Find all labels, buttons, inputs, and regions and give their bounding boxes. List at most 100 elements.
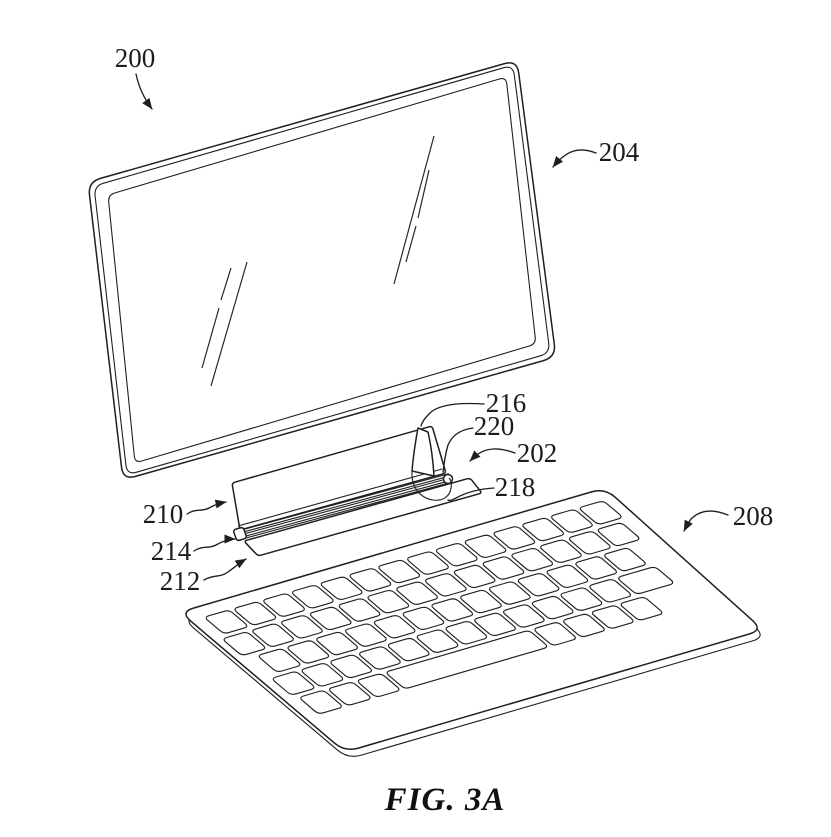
flexible-hinge-wedge [411, 427, 435, 477]
keyboard-key [300, 690, 342, 714]
keyboard-key [488, 581, 531, 605]
keyboard [185, 490, 761, 757]
leader-202 [469, 448, 516, 462]
keyboard-key [407, 551, 449, 575]
hinge-left-end-cap [232, 526, 248, 542]
keyboard-key [589, 579, 632, 603]
reflection-slash [220, 267, 232, 301]
keyboard-key [482, 556, 525, 580]
keyboard-key [205, 610, 248, 634]
reflection-slash [201, 307, 220, 369]
keyboard-key [464, 534, 507, 558]
leader-216 [420, 402, 485, 427]
keyboard-key [396, 581, 438, 605]
ref-label-202: 202 [517, 438, 558, 468]
keyboard-key [258, 648, 301, 672]
tablet-outer-housing [88, 62, 556, 478]
keyboard-key [223, 632, 266, 656]
keyboard-spacebar-key [386, 630, 548, 689]
keyboard-key [474, 612, 516, 637]
kickstand-crease-line [237, 468, 443, 527]
keyboard-key [460, 589, 502, 614]
ref-label-204: 204 [599, 137, 640, 167]
keyboard-key [551, 509, 593, 533]
keyboard-key [320, 576, 363, 600]
keyboard-key [281, 615, 323, 639]
reflection-slash [210, 261, 248, 387]
ref-label-218: 218 [495, 472, 536, 502]
keyboard-key [252, 623, 294, 647]
keyboard-key [330, 654, 372, 679]
keyboard-key [316, 631, 358, 656]
keyboard-key [263, 593, 305, 617]
keyboard-key [591, 605, 634, 629]
keyboard-key [287, 640, 330, 664]
keyboard-key [522, 517, 564, 542]
keyboard-key [597, 522, 640, 547]
screen-reflection-slashes [201, 135, 435, 387]
ref-label-200: 200 [115, 43, 156, 73]
hinge-bar-line [240, 479, 451, 538]
keyboard-key [338, 598, 381, 622]
connector-flap [244, 477, 482, 557]
leader-204 [552, 149, 597, 168]
keyboard-key [431, 598, 474, 622]
reflection-slash [405, 225, 417, 263]
keyboard-key [329, 682, 371, 706]
keyboard-key [560, 587, 603, 611]
keyboard-key [357, 673, 400, 697]
keyboard-key [387, 637, 430, 662]
keyboard-key [517, 573, 560, 597]
keyboard-key [568, 531, 611, 555]
keyboard-key [575, 556, 617, 580]
keyboard-key [540, 539, 582, 563]
keyboard-key [503, 604, 545, 628]
tablet-front-face-edge [94, 66, 550, 474]
ref-label-210: 210 [143, 499, 184, 529]
keyboard-key [620, 596, 663, 621]
leader-212 [203, 558, 247, 581]
keyboard-key [425, 573, 467, 597]
keyboard-key [292, 585, 334, 609]
keyboard-key [618, 566, 674, 595]
keyboard-key [234, 601, 277, 626]
ref-label-216: 216 [486, 388, 527, 418]
figure-caption: FIG. 3A [384, 782, 506, 818]
hinge-bar-line [241, 481, 452, 540]
ref-label-214: 214 [151, 536, 192, 566]
hinge-assembly [231, 425, 482, 557]
keyboard-key [546, 564, 589, 588]
leader-214 [193, 534, 236, 552]
ref-label-208: 208 [733, 501, 774, 531]
keyboard-keys [205, 501, 674, 714]
keyboard-key [563, 613, 605, 638]
keyboard-key [579, 501, 622, 525]
keyboard-key [309, 606, 352, 631]
leader-218 [447, 487, 495, 502]
keyboard-key [534, 622, 576, 646]
display-screen-bezel [108, 78, 536, 462]
leader-lines [135, 73, 729, 581]
reflection-slash [417, 169, 430, 219]
keyboard-key [349, 568, 392, 592]
keyboard-key [453, 564, 496, 589]
tablet-display [88, 62, 556, 478]
keyboard-key [416, 629, 459, 653]
leader-220 [442, 427, 474, 473]
keyboard-key [301, 663, 344, 687]
keyboard-key [604, 547, 646, 572]
flexible-hinge-curl [411, 470, 452, 501]
keyboard-key [359, 646, 401, 670]
keyboard-key [367, 590, 410, 614]
keyboard-key [402, 606, 445, 630]
leader-208 [683, 510, 729, 532]
ref-label-212: 212 [160, 566, 201, 596]
leader-200 [135, 73, 153, 110]
keyboard-key [445, 621, 488, 645]
keyboard-key [511, 548, 554, 572]
keyboard-key [272, 671, 315, 695]
ref-label-220: 220 [474, 411, 515, 441]
keyboard-key [493, 526, 536, 550]
